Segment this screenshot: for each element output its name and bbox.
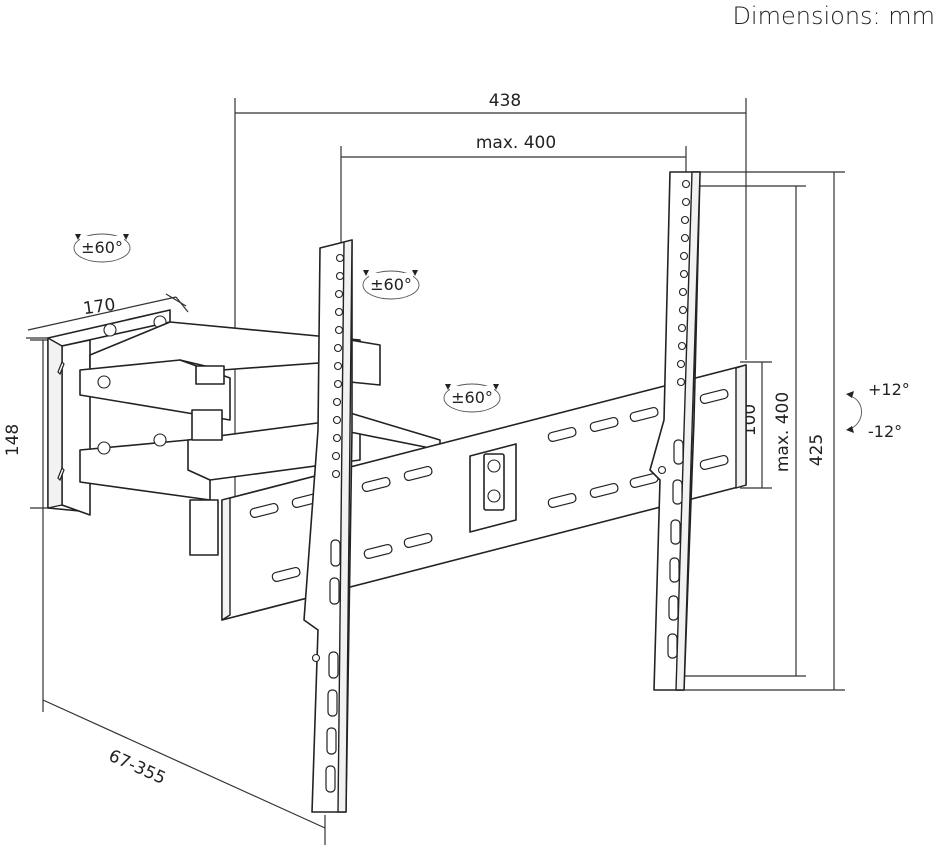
- arm-pivot-connector: [339, 339, 441, 451]
- plate-rotation-label: ±60°: [451, 388, 493, 407]
- dimensions-unit-title: Dimensions: mm: [732, 2, 935, 30]
- wall-swivel-label: ±60°: [81, 238, 123, 257]
- tilt-arrow-icon: [849, 395, 862, 429]
- plate-rotation-annotation: ±60°: [443, 383, 501, 413]
- tilt-down-label: -12°: [868, 422, 902, 441]
- wall-plate-width-label: 170: [82, 295, 117, 319]
- rotation-arrow-icon: [363, 270, 369, 276]
- wall-plate-height-label: 148: [3, 424, 23, 456]
- bracket-right-holes: [657, 179, 691, 659]
- tilt-annotation: +12° -12°: [846, 380, 910, 441]
- dimension-overall-width: 438: [234, 91, 747, 500]
- arm-swivel-annotation: ±60°: [362, 270, 420, 300]
- dimension-overall-height: 425: [676, 171, 845, 691]
- overall-width-label: 438: [489, 91, 521, 111]
- rotation-arrow-icon: [75, 234, 81, 240]
- dimension-vesa-horizontal: max. 400: [340, 133, 687, 245]
- rotation-arrow-icon: [123, 234, 129, 240]
- swing-arm-upper: [79, 321, 361, 421]
- horizontal-mounting-plate: [221, 364, 747, 621]
- rotation-arrow-icon: [412, 270, 418, 276]
- rotation-arrow-icon: [493, 384, 499, 390]
- wall-swivel-annotation: ±60°: [73, 233, 131, 263]
- rotation-arrow-icon: [445, 384, 451, 390]
- dimension-vesa-vertical: max. 400: [666, 185, 806, 677]
- overall-height-label: 425: [807, 434, 827, 466]
- vesa-horizontal-label: max. 400: [476, 133, 556, 153]
- vesa-vertical-label: max. 400: [773, 392, 793, 472]
- dimension-wall-plate-width: 170: [26, 293, 189, 339]
- dimension-wall-plate-height: 148: [3, 339, 60, 509]
- vertical-bracket-left: [303, 239, 353, 813]
- tilt-up-label: +12°: [868, 380, 910, 399]
- arm-swivel-label: ±60°: [370, 275, 412, 294]
- vertical-bracket-right: [649, 171, 701, 691]
- bracket-left-holes: [311, 253, 345, 793]
